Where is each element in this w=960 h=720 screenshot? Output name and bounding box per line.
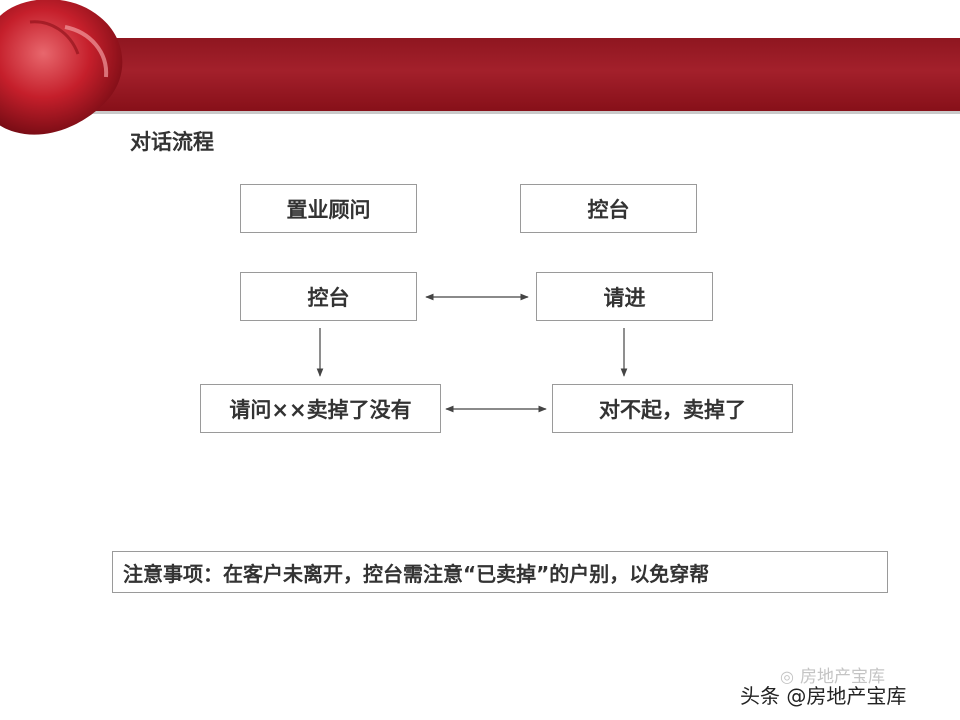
box-sorry-sold: 对不起，卖掉了 (552, 384, 793, 433)
watermark-secondary: ◎ 房地产宝库 (780, 662, 885, 687)
box-please-come-in: 请进 (536, 272, 713, 321)
note-box: 注意事项：在客户未离开，控台需注意“已卖掉”的户别，以免穿帮 (112, 551, 888, 593)
header-band (0, 38, 960, 114)
box-ask-sold: 请问××卖掉了没有 (200, 384, 441, 433)
boxing-glove-icon (0, 0, 123, 135)
header-box-consultant: 置业顾问 (240, 184, 417, 233)
section-title: 对话流程 (130, 130, 214, 154)
watermark-secondary-text: 房地产宝库 (799, 667, 885, 687)
header-box-console: 控台 (520, 184, 697, 233)
note-text: 注意事项：在客户未离开，控台需注意“已卖掉”的户别，以免穿帮 (123, 561, 710, 586)
box-console: 控台 (240, 272, 417, 321)
wechat-icon: ◎ (780, 667, 794, 686)
watermark-primary: 头条 @房地产宝库 (740, 684, 907, 708)
